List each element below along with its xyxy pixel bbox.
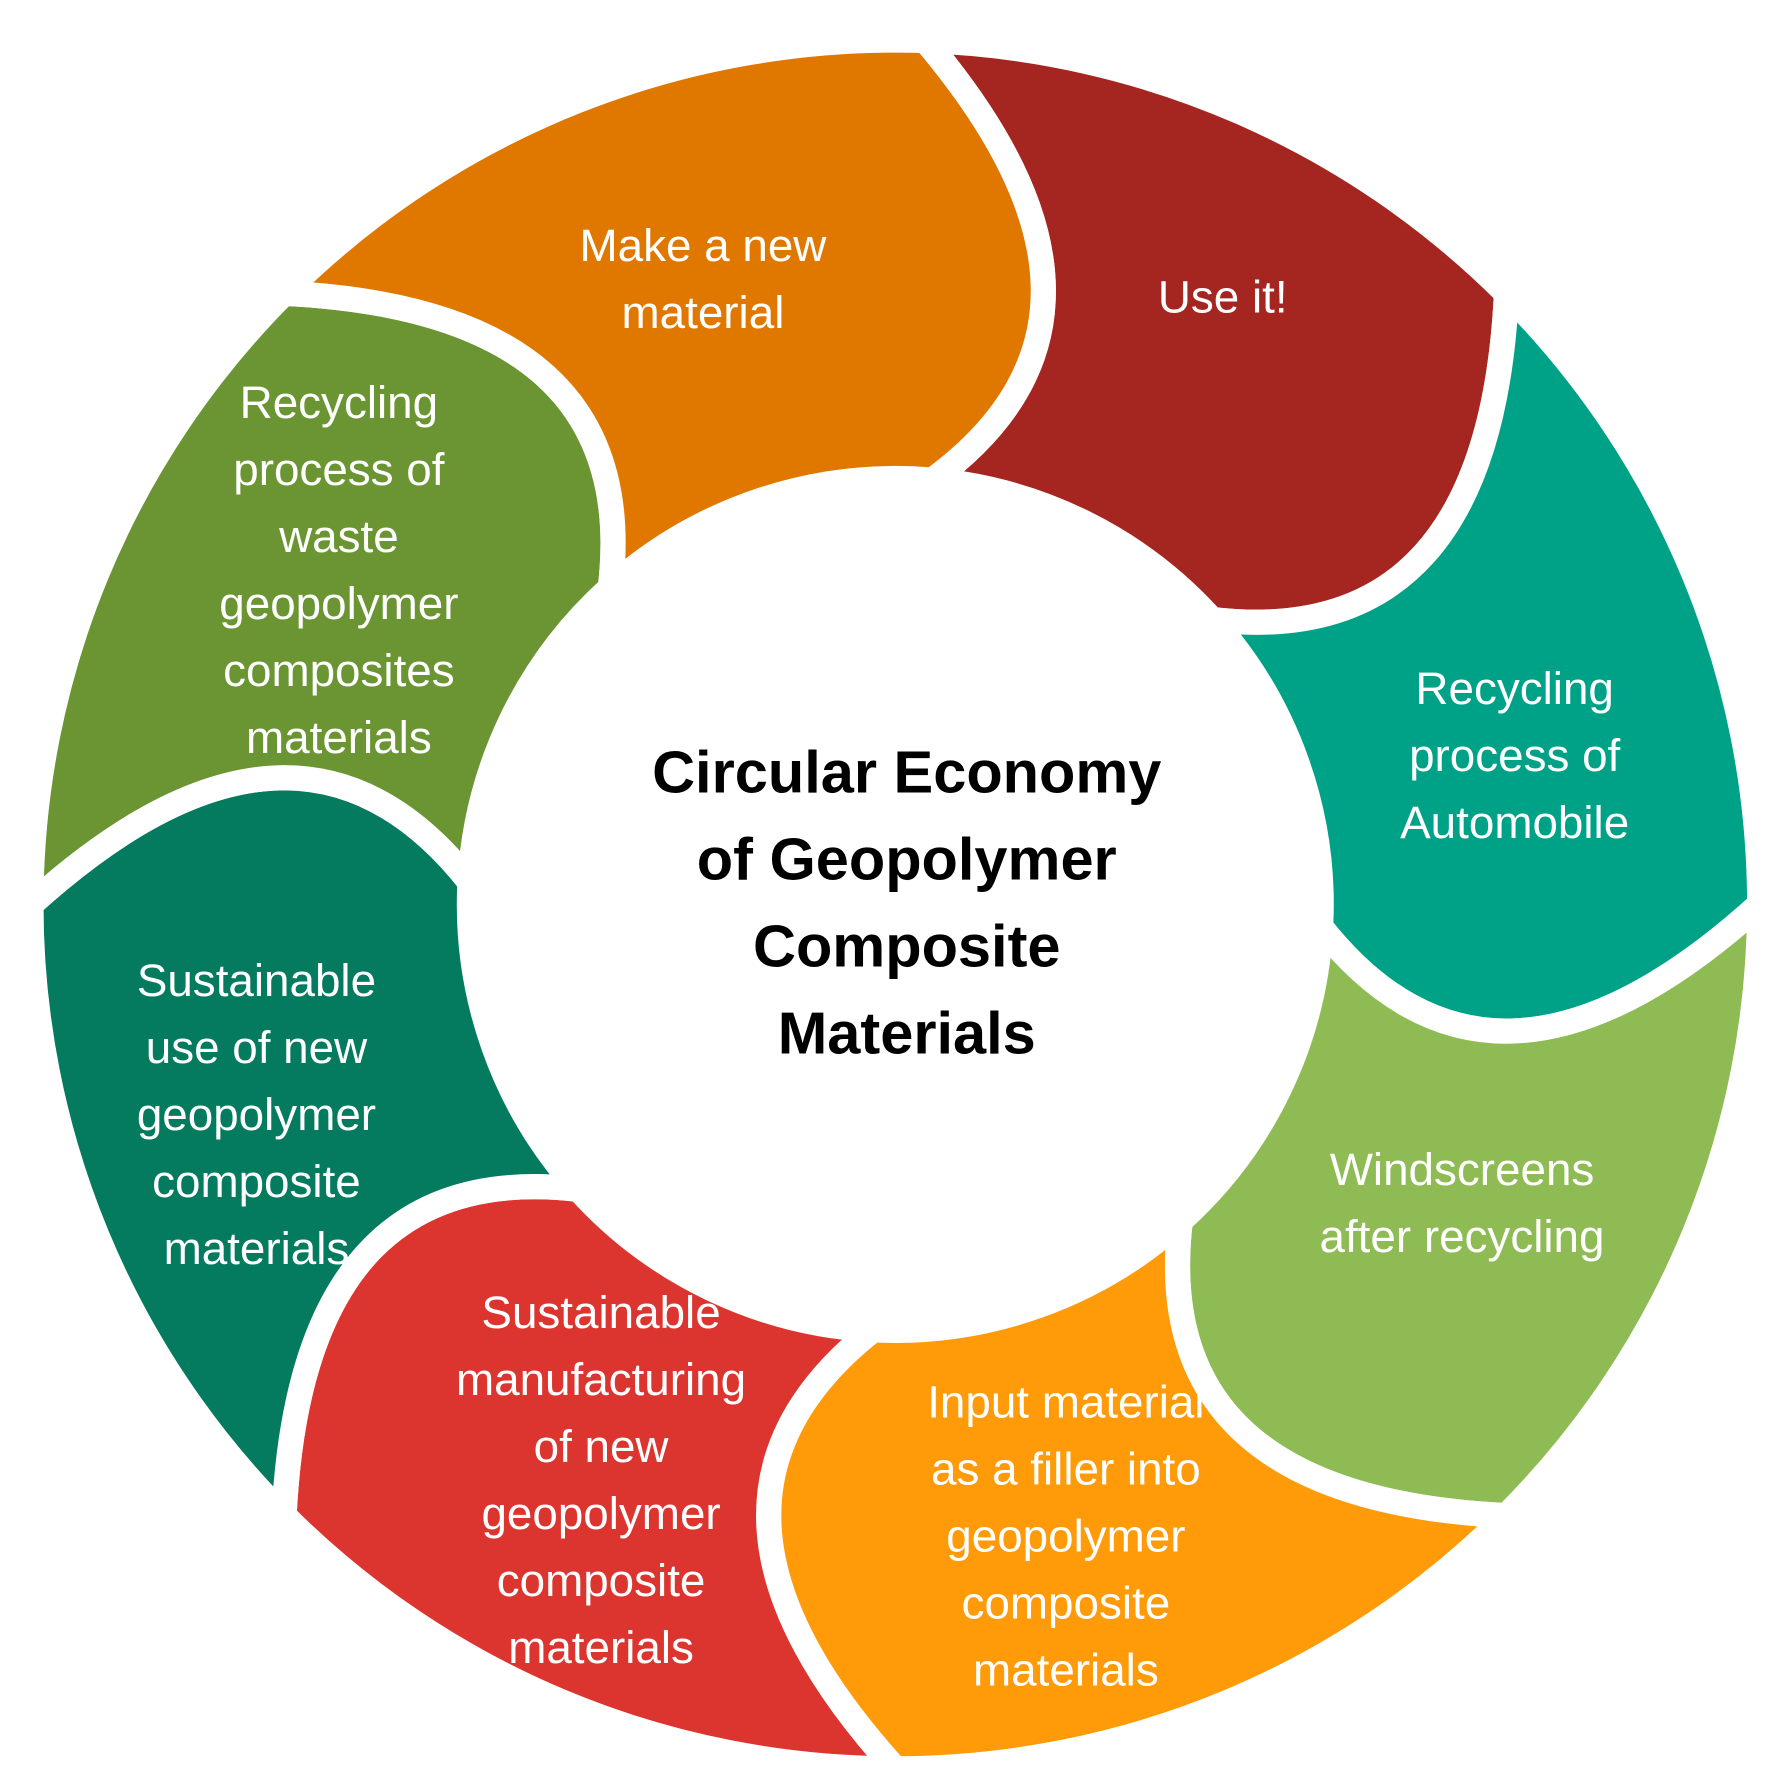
label-line: composite <box>497 1555 706 1606</box>
label-line: manufacturing <box>456 1354 746 1405</box>
label-line: geopolymer <box>137 1089 376 1140</box>
label-line: materials <box>973 1644 1159 1695</box>
title-line: Circular Economy <box>652 738 1161 805</box>
label-line: Sustainable <box>137 955 376 1006</box>
label-input-material-filler: Input material as a filler into geopolymer… <box>927 1376 1204 1695</box>
label-line: Use it! <box>1158 272 1288 323</box>
label-line: material <box>622 287 785 338</box>
label-line: materials <box>164 1223 350 1274</box>
segment-recycling-waste-geopolymer <box>271 27 1056 601</box>
label-line: composite <box>152 1156 361 1207</box>
labels-group: Make a new material Use it! Recycling proces… <box>137 220 1629 1695</box>
label-windscreens-after-recycling: Windscreens after recycling <box>1320 1144 1605 1262</box>
title-line: Materials <box>778 999 1036 1066</box>
label-line: composites <box>223 645 455 696</box>
label-line: Recycling <box>240 377 438 428</box>
label-sustainable-manufacturing: Sustainable manufacturing of new geopolymer… <box>456 1287 746 1673</box>
label-recycling-waste-geopolymer: Recycling process of waste geopolymer compos… <box>219 377 458 763</box>
label-line: Make a new <box>580 220 828 271</box>
label-line: as a filler into <box>931 1443 1201 1494</box>
label-line: after recycling <box>1320 1211 1605 1262</box>
label-make-new-material: Make a new material <box>580 220 828 338</box>
label-line: composite <box>962 1577 1171 1628</box>
label-line: process of <box>233 444 444 495</box>
label-line: Recycling <box>1415 663 1613 714</box>
label-recycling-automobile: Recycling process of Automobile <box>1400 663 1629 848</box>
label-line: of new <box>534 1421 670 1472</box>
title-line: Composite <box>753 912 1061 979</box>
label-line: geopolymer <box>481 1488 720 1539</box>
label-line: geopolymer <box>219 578 458 629</box>
segments-group <box>18 27 1773 1782</box>
label-line: materials <box>508 1622 694 1673</box>
label-line: Sustainable <box>481 1287 720 1338</box>
title-line: of Geopolymer <box>697 825 1117 892</box>
label-line: waste <box>278 511 399 562</box>
label-line: Automobile <box>1400 797 1629 848</box>
label-line: Windscreens <box>1330 1144 1595 1195</box>
label-line: materials <box>246 712 432 763</box>
label-use-it: Use it! <box>1158 272 1288 323</box>
label-line: process of <box>1409 730 1620 781</box>
label-sustainable-use: Sustainable use of new geopolymer composite… <box>137 955 376 1274</box>
label-line: use of new <box>146 1022 368 1073</box>
label-line: geopolymer <box>946 1510 1185 1561</box>
label-line: Input material <box>927 1376 1204 1427</box>
